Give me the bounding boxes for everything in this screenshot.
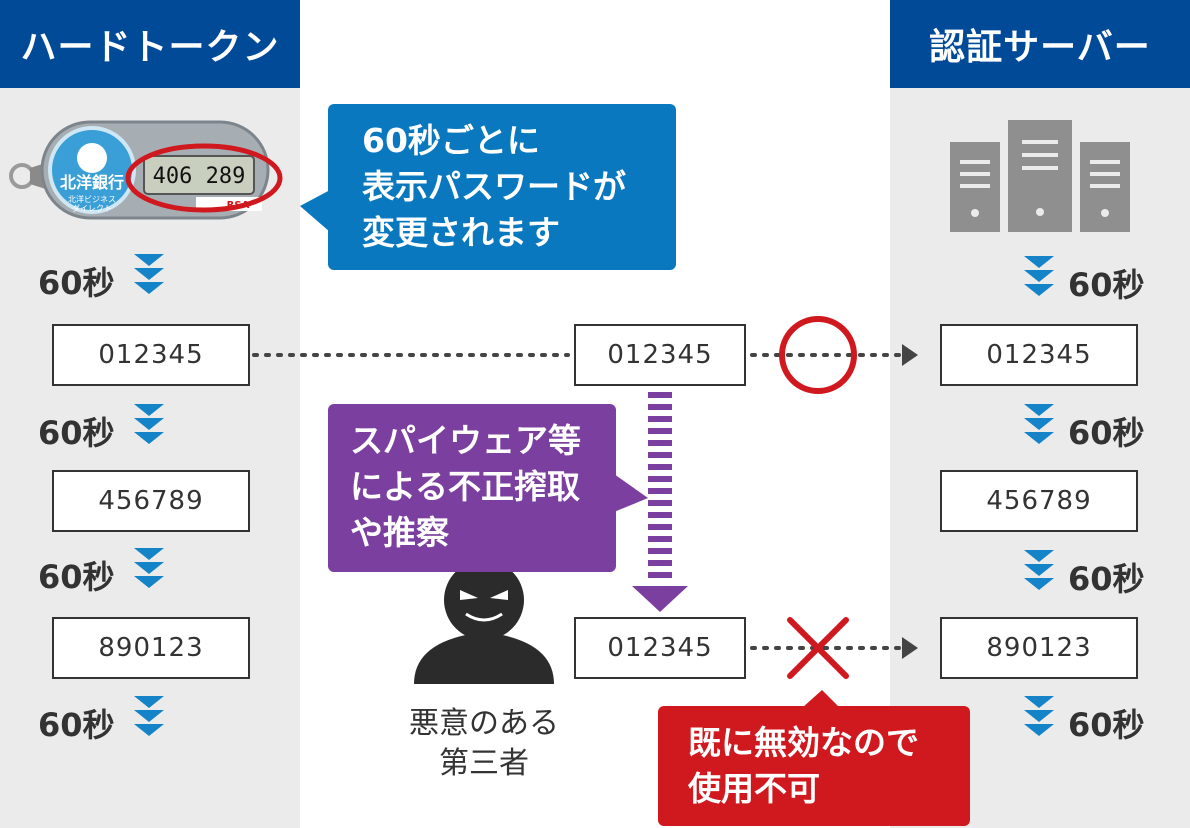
token-highlight-ring <box>125 143 283 213</box>
callout-password-change: 60秒ごとに 表示パスワードが 変更されます <box>328 104 676 270</box>
chevron-down-icon <box>134 548 164 588</box>
chevron-down-icon <box>1024 550 1054 590</box>
callout-line: 変更されます <box>362 213 560 252</box>
chevron-down-icon <box>134 404 164 444</box>
attacker-code-box: 012345 <box>574 324 746 386</box>
theft-ladder-arrow <box>632 392 688 612</box>
chevron-down-icon <box>134 696 164 736</box>
callout-line: 表示パスワードが <box>362 167 626 206</box>
callout-spy-tail <box>614 474 648 512</box>
caption-line: 第三者 <box>439 746 529 781</box>
token-brand-sub1: 北洋ビジネス <box>68 194 116 204</box>
server-icon <box>950 120 1130 232</box>
caption-line: 悪意のある <box>409 706 559 741</box>
server-code-box: 890123 <box>940 617 1138 679</box>
callout-invalid-tail <box>802 690 840 708</box>
callout-line: 使用不可 <box>688 769 820 808</box>
token-code-box: 012345 <box>52 324 250 386</box>
token-interval-arrows <box>134 254 164 736</box>
server-code-box: 456789 <box>940 470 1138 532</box>
token-code-box: 890123 <box>52 617 250 679</box>
callout-line: スパイウェア等 <box>350 421 581 460</box>
chevron-down-icon <box>1024 696 1054 736</box>
chevron-down-icon <box>1024 404 1054 444</box>
callout-line: や推察 <box>350 513 449 552</box>
token-code-box: 456789 <box>52 470 250 532</box>
token-header: ハードトークン <box>0 0 300 88</box>
token-brand-sub2: ダイレクト <box>72 203 112 213</box>
arrow-right-icon <box>902 637 918 659</box>
interval-label: 60秒 <box>1068 560 1145 598</box>
callout-spyware: スパイウェア等 による不正搾取 や推察 <box>328 404 616 572</box>
callout-line: による不正搾取 <box>350 467 581 506</box>
attacker-caption: 悪意のある 第三者 <box>384 704 584 784</box>
token-lcd-digits: 406 289 <box>153 164 246 189</box>
interval-label: 60秒 <box>38 264 115 302</box>
interval-label: 60秒 <box>38 414 115 452</box>
attacker-code-box: 012345 <box>574 617 746 679</box>
interval-label: 60秒 <box>38 706 115 744</box>
chevron-down-icon <box>134 254 164 294</box>
invalid-cross-icon <box>787 617 849 679</box>
dotted-flow-lines <box>252 353 902 650</box>
interval-label: 60秒 <box>1068 266 1145 304</box>
hard-token-device-icon: 北洋銀行 北洋ビジネス ダイレクト 406 289 RSA <box>9 120 283 220</box>
server-code-box: 012345 <box>940 324 1138 386</box>
interval-label: 60秒 <box>38 558 115 596</box>
attacker-icon <box>414 560 554 684</box>
interval-label: 60秒 <box>1068 706 1145 744</box>
chevron-down-icon <box>1024 256 1054 296</box>
callout-line: 既に無効なので <box>688 723 919 762</box>
server-header: 認証サーバー <box>890 0 1190 88</box>
callout-line: 60秒ごとに <box>362 121 540 160</box>
callout-invalid: 既に無効なので 使用不可 <box>658 706 970 826</box>
callout-top-tail <box>300 190 330 232</box>
arrow-right-icon <box>902 344 918 366</box>
valid-circle-icon <box>779 316 857 394</box>
interval-label: 60秒 <box>1068 414 1145 452</box>
token-brand-text: 北洋銀行 <box>60 173 124 192</box>
server-interval-arrows <box>1024 256 1054 736</box>
